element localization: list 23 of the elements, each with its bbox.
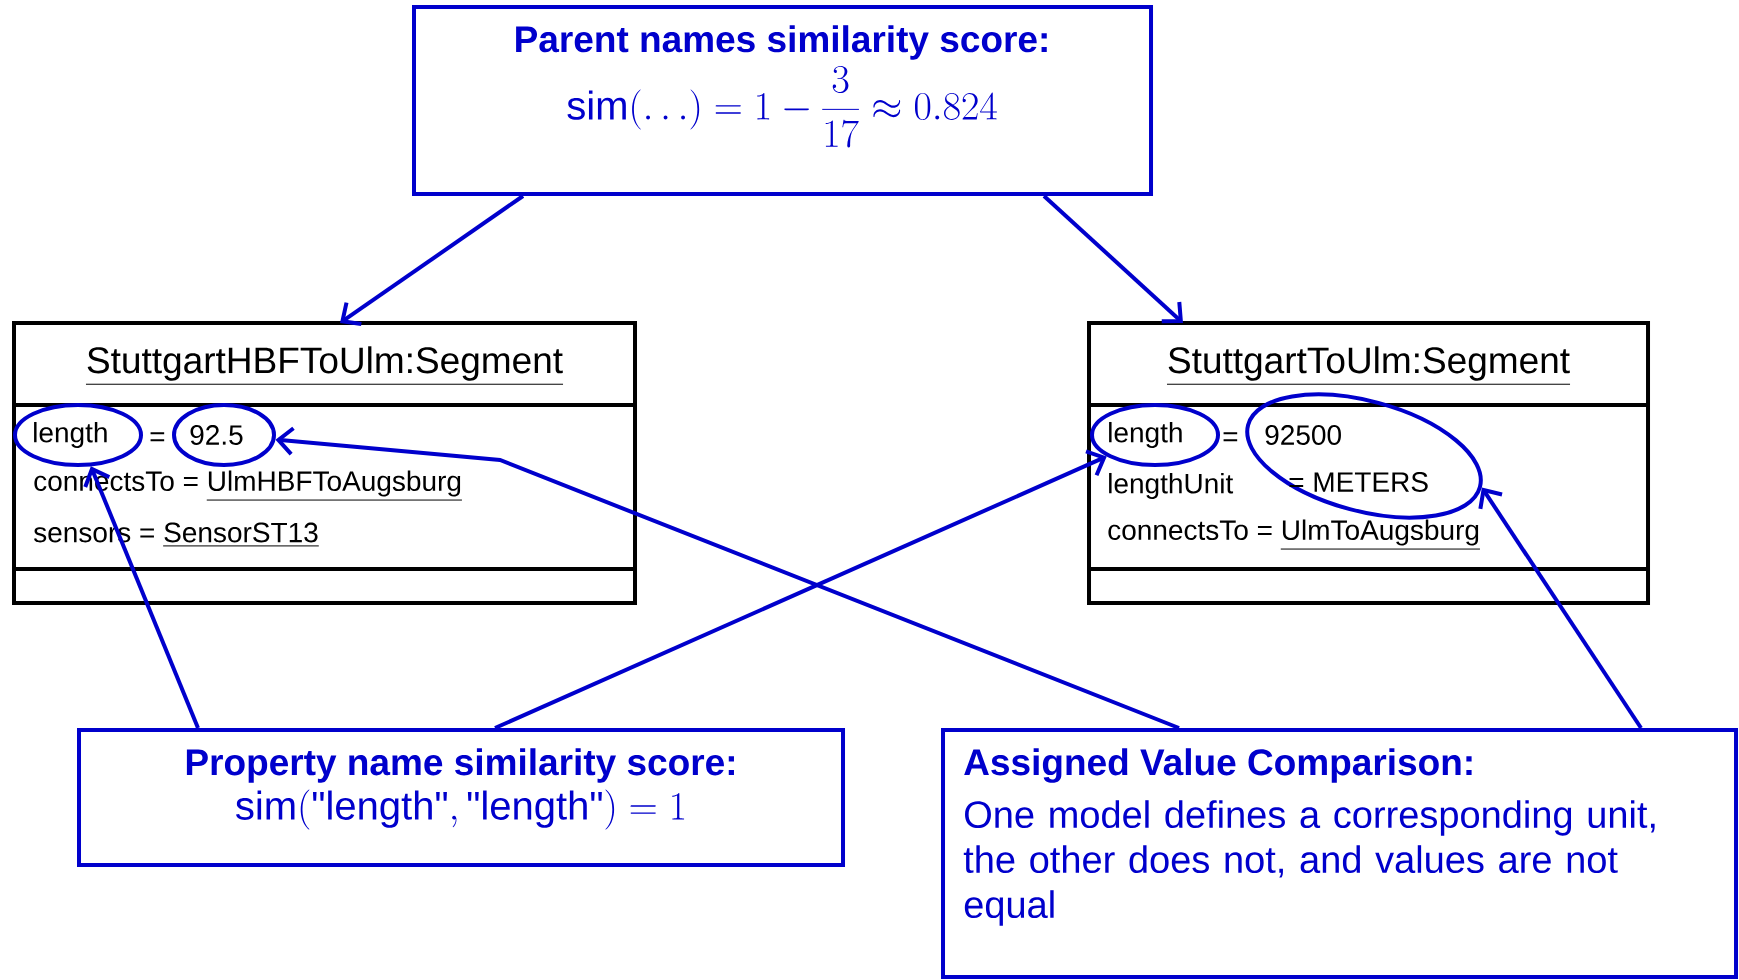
formula: $\mathrm{sim}(\text{\textquotedbl length\textquotedbl}, \text{\textquotedbl length\textquotedbl}) = 1$ bbox=[236, 789, 685, 830]
description-text: One model defines a corresponding unit, the other does not, and values are not equal bbox=[963, 800, 1655, 926]
attribute-text: 92.5 bbox=[190, 425, 243, 445]
heading: Assigned Value Comparison: bbox=[964, 748, 1472, 783]
attribute-text: 92500 bbox=[1265, 425, 1341, 445]
attribute-text: = bbox=[1223, 432, 1238, 442]
arrow bbox=[83, 466, 200, 729]
attribute-text: length bbox=[34, 421, 107, 449]
arrow bbox=[340, 194, 525, 326]
heading: Property name similarity score: bbox=[186, 748, 734, 783]
attribute-text: connectsTo = UlmToAugsburg bbox=[1108, 519, 1481, 550]
heading: Parent names similarity score: bbox=[516, 25, 1047, 60]
attribute-text: = bbox=[150, 432, 165, 442]
attribute-text: length bbox=[1109, 421, 1182, 449]
object-name: StuttgartToUlm:Segment bbox=[1166, 346, 1571, 385]
arrow bbox=[275, 426, 1180, 730]
formula: $\mathrm{sim}(\ldots) = 1 - \frac{3}{17} \approx 0.824$ bbox=[567, 65, 997, 148]
object-name: StuttgartHBFToUlm:Segment bbox=[85, 346, 564, 385]
arrow bbox=[1042, 194, 1184, 324]
arrow bbox=[1478, 487, 1643, 730]
attribute-text: = METERS bbox=[1289, 472, 1428, 492]
arrow bbox=[494, 449, 1107, 730]
attribute-text: lengthUnit bbox=[1109, 472, 1234, 500]
